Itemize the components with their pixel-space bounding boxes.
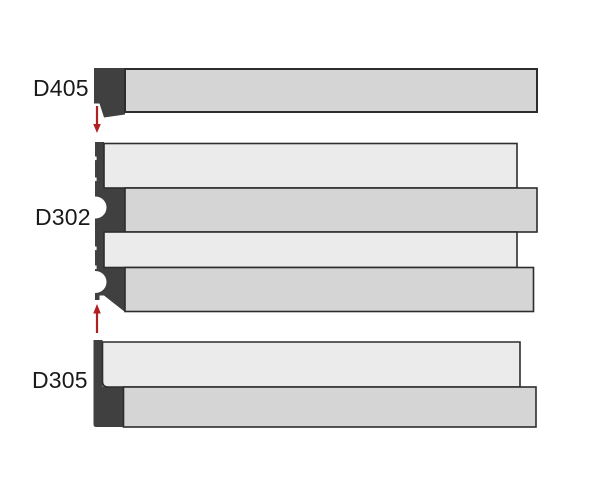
d302-cove-notch-bottom (84, 271, 107, 293)
d305-board-2 (122, 386, 537, 428)
profile-label-d302: D302 (35, 204, 91, 230)
arrow-down-icon (93, 106, 101, 133)
d405-board (124, 68, 538, 113)
d302-board-4 (124, 266, 535, 313)
d405-profile (94, 68, 538, 118)
d302-kerf-tick (94, 246, 97, 251)
d302-board-3 (103, 231, 518, 269)
profile-label-d305: D305 (32, 367, 88, 393)
d302-dark-backing (95, 142, 125, 312)
arrow-up-head (93, 304, 101, 314)
d302-cove-notch-top (84, 196, 107, 219)
d305-board-1 (101, 341, 521, 388)
arrow-up-icon (93, 304, 101, 333)
d302-profile (84, 142, 538, 313)
d302-board-2 (124, 187, 538, 233)
d302-kerf-tick (94, 265, 97, 270)
d302-kerf-tick (94, 177, 97, 182)
d405-dark-backing (94, 68, 125, 118)
d305-profile (93, 340, 537, 428)
profile-label-d405: D405 (33, 75, 89, 101)
arrow-down-head (93, 124, 101, 133)
d305-dark-backing (93, 340, 124, 427)
d302-board-1 (103, 142, 518, 189)
d302-kerf-tick (94, 156, 97, 161)
